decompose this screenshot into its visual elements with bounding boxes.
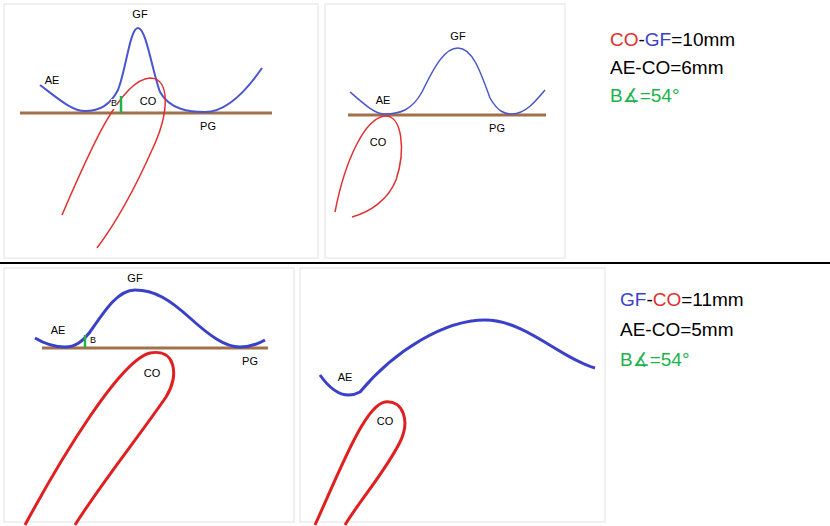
text-run: PG: [242, 355, 258, 367]
text-run: GF: [450, 30, 465, 42]
panel-frame: [4, 4, 318, 258]
text-run: PG: [489, 122, 505, 134]
structure-label: CO: [143, 367, 162, 379]
structure-label: GF: [131, 8, 148, 20]
text-run: B: [111, 98, 117, 108]
text-run: GF: [132, 8, 147, 20]
structure-label: CO: [139, 95, 158, 107]
text-run: GF: [620, 289, 646, 310]
structure-label: AE: [337, 371, 354, 383]
text-run: CO: [610, 29, 639, 50]
angle-marker: [84, 335, 87, 348]
panel-frame: [325, 4, 565, 258]
text-run: GF: [645, 29, 671, 50]
structure-label: CO: [376, 415, 395, 427]
structure-label: PG: [488, 122, 506, 134]
angle-label: B: [90, 336, 96, 346]
text-run: AE: [45, 74, 60, 86]
structure-label: CO: [369, 136, 388, 148]
text-run: B: [90, 335, 96, 345]
condyle-outline: [315, 402, 405, 525]
structure-label: AE: [44, 74, 61, 86]
structure-label: AE: [375, 94, 392, 106]
structure-label: GF: [449, 30, 466, 42]
angle-marker: [120, 96, 123, 113]
text-run: -: [639, 29, 645, 50]
structure-label: PG: [199, 120, 217, 132]
fossa-contour: [40, 28, 262, 112]
panel-frame: [300, 268, 605, 522]
angle-label: B: [111, 99, 117, 109]
fossa-contour: [35, 290, 265, 347]
structure-label: AE: [50, 324, 67, 336]
text-run: AE: [338, 371, 353, 383]
measurement-text: GF-CO=11mm: [620, 290, 744, 311]
structure-label: GF: [126, 272, 143, 284]
text-run: CO: [653, 289, 682, 310]
condyle-outline: [335, 116, 401, 217]
text-run: B∡=54°: [620, 349, 690, 370]
structure-label: PG: [241, 355, 259, 367]
text-run: AE: [51, 324, 66, 336]
text-run: B∡=54°: [610, 85, 680, 106]
fossa-contour: [350, 48, 545, 114]
measurement-text: CO-GF=10mm: [610, 30, 735, 51]
text-run: CO: [140, 95, 157, 107]
condyle-outline: [62, 78, 165, 248]
text-run: GF: [127, 272, 142, 284]
text-run: AE-CO=6mm: [610, 57, 724, 78]
text-run: CO: [144, 367, 161, 379]
text-run: AE-CO=5mm: [620, 319, 734, 340]
measurement-text: AE-CO=6mm: [610, 58, 724, 79]
separator-line: [0, 262, 830, 264]
text-run: AE: [376, 94, 391, 106]
text-run: =10mm: [671, 29, 735, 50]
condyle-outline: [25, 352, 174, 525]
text-run: CO: [370, 136, 387, 148]
measurement-text: B∡=54°: [620, 350, 690, 371]
text-run: CO: [377, 415, 394, 427]
reference-plane: [20, 112, 272, 115]
text-run: =11mm: [681, 289, 743, 310]
measurement-text: B∡=54°: [610, 86, 680, 107]
fossa-contour: [320, 320, 595, 395]
text-run: -: [646, 289, 652, 310]
measurement-text: AE-CO=5mm: [620, 320, 734, 341]
text-run: PG: [200, 120, 216, 132]
